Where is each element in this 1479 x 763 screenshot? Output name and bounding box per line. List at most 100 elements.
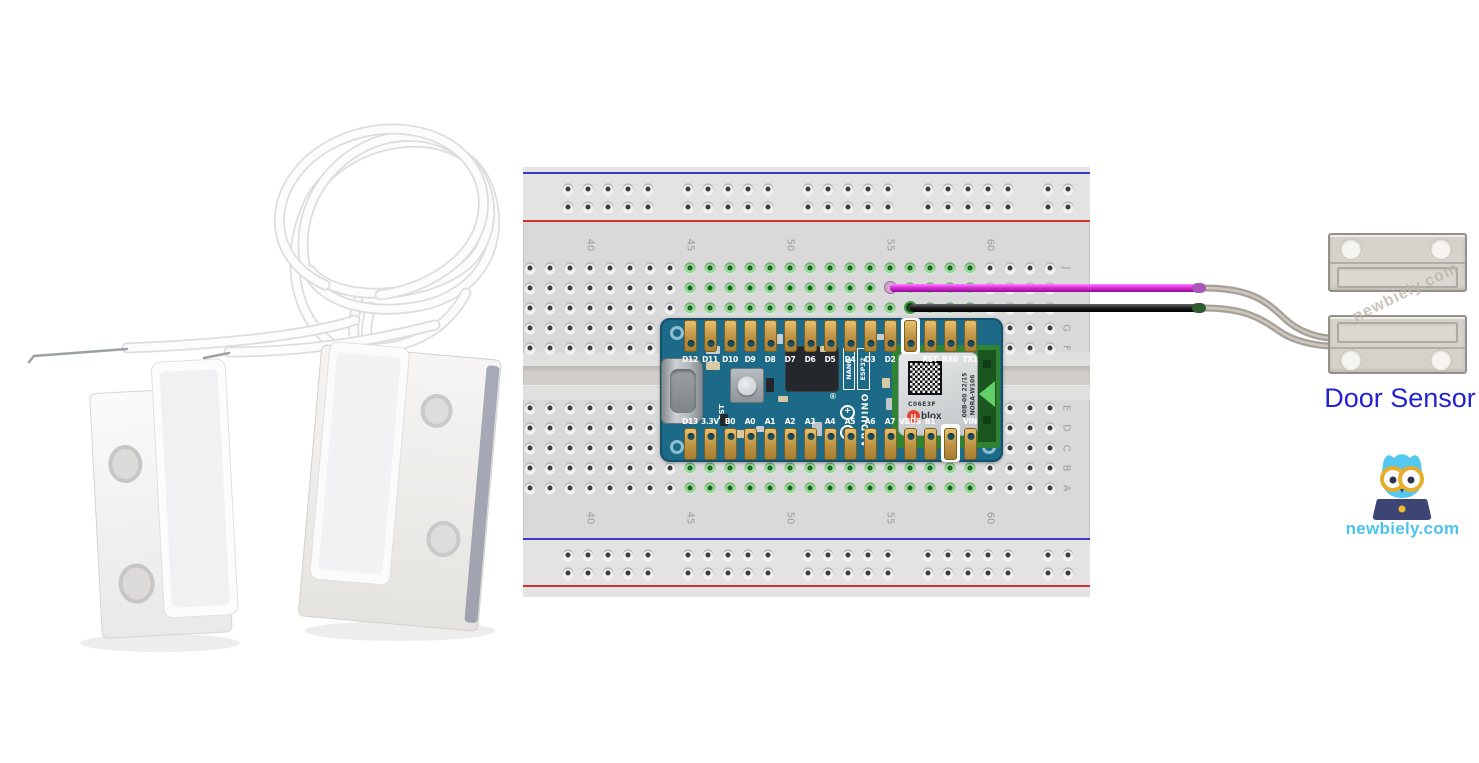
breadboard-hole	[624, 302, 636, 314]
arduino-logo-icon: +	[840, 405, 855, 420]
breadboard-hole	[1004, 402, 1016, 414]
pin-label-D3: D3	[864, 355, 876, 364]
breadboard-hole-highlighted	[784, 282, 796, 294]
ublox-text: blox	[921, 411, 942, 422]
column-number: 40	[584, 238, 596, 252]
breadboard-hole-highlighted	[864, 482, 876, 494]
pin-clip-RST	[924, 320, 937, 352]
breadboard-hole	[982, 201, 994, 213]
breadboard-hole	[564, 402, 576, 414]
breadboard-hole	[564, 322, 576, 334]
module-code: C06E3F	[908, 401, 937, 408]
pin-label-RX0: RX0	[942, 355, 958, 364]
breadboard-hole-highlighted	[684, 462, 696, 474]
breadboard-hole	[524, 262, 536, 274]
breadboard-hole	[544, 462, 556, 474]
breadboard-hole	[524, 482, 536, 494]
pin-clip-A7	[884, 428, 897, 460]
breadboard-hole	[702, 549, 714, 561]
column-number: 55	[884, 238, 896, 252]
column-number: 45	[684, 238, 696, 252]
breadboard-hole-highlighted	[684, 482, 696, 494]
breadboard-hole	[644, 442, 656, 454]
breadboard-hole	[1002, 567, 1014, 579]
breadboard-hole	[584, 482, 596, 494]
breadboard-hole	[602, 183, 614, 195]
esp32-chip	[785, 346, 839, 392]
breadboard-hole-highlighted	[824, 482, 836, 494]
pin-label-D2: D2	[884, 355, 896, 364]
breadboard-hole	[762, 183, 774, 195]
breadboard-hole	[1024, 462, 1036, 474]
pin-label-A1: A1	[764, 417, 776, 426]
breadboard-hole	[544, 442, 556, 454]
module-line2: NORA-W106	[969, 374, 977, 416]
breadboard-hole	[642, 549, 654, 561]
breadboard-hole	[664, 282, 676, 294]
row-letter: C	[1060, 444, 1072, 452]
breadboard-hole-highlighted	[924, 262, 936, 274]
power-rail-red-line	[523, 585, 1090, 587]
breadboard-hole	[802, 549, 814, 561]
breadboard-hole	[822, 549, 834, 561]
breadboard-hole	[762, 567, 774, 579]
breadboard-hole	[564, 442, 576, 454]
breadboard-hole	[1062, 549, 1074, 561]
breadboard-hole	[984, 262, 996, 274]
breadboard-hole	[564, 262, 576, 274]
breadboard-hole	[1004, 322, 1016, 334]
registered-mark: ®	[830, 392, 836, 401]
breadboard-hole	[524, 282, 536, 294]
door-sensor-magnet-piece	[1328, 233, 1467, 292]
breadboard-hole-highlighted	[964, 482, 976, 494]
breadboard-hole	[1044, 482, 1056, 494]
pin-label-B1: B1	[924, 417, 936, 426]
breadboard-hole	[1004, 482, 1016, 494]
module-line1: 00B-00 22/15	[961, 372, 969, 418]
breadboard-hole	[1002, 201, 1014, 213]
breadboard-hole-highlighted	[904, 462, 916, 474]
breadboard-hole	[922, 567, 934, 579]
pin-clip-D9	[744, 320, 757, 352]
photo-wire-coil	[27, 123, 501, 369]
breadboard-hole-highlighted	[764, 282, 776, 294]
breadboard-hole	[1004, 442, 1016, 454]
pin-label-TX1: TX1	[962, 355, 978, 364]
pin-label-A3: A3	[804, 417, 816, 426]
breadboard-hole	[1004, 422, 1016, 434]
screw-hole-icon	[1341, 239, 1361, 259]
sensor-lead-wires	[1199, 284, 1334, 350]
pin-label-D7: D7	[784, 355, 796, 364]
breadboard-hole	[1002, 549, 1014, 561]
breadboard-hole	[682, 183, 694, 195]
breadboard-hole-highlighted	[744, 462, 756, 474]
breadboard-hole-highlighted	[724, 302, 736, 314]
ground-wire	[910, 304, 1198, 312]
breadboard-hole	[604, 322, 616, 334]
breadboard-hole	[584, 442, 596, 454]
site-logo-text: newbiely.com	[1345, 519, 1460, 538]
breadboard-hole	[722, 201, 734, 213]
breadboard-hole	[624, 342, 636, 354]
breadboard-hole	[882, 567, 894, 579]
breadboard-hole	[682, 549, 694, 561]
breadboard-hole	[1044, 462, 1056, 474]
breadboard-hole-highlighted	[944, 262, 956, 274]
breadboard-hole-highlighted	[684, 262, 696, 274]
breadboard-hole	[564, 462, 576, 474]
door-sensor-photo	[27, 123, 502, 652]
pin-label-D13: D13	[682, 417, 698, 426]
breadboard-hole	[584, 342, 596, 354]
breadboard-hole	[584, 302, 596, 314]
breadboard-hole	[624, 442, 636, 454]
breadboard-hole	[564, 422, 576, 434]
breadboard-hole	[562, 201, 574, 213]
breadboard-hole	[544, 282, 556, 294]
breadboard-hole	[642, 201, 654, 213]
breadboard-hole	[1044, 442, 1056, 454]
reset-button	[730, 368, 764, 403]
breadboard-hole	[582, 567, 594, 579]
pin-label-D6: D6	[804, 355, 816, 364]
breadboard-hole-highlighted	[924, 462, 936, 474]
